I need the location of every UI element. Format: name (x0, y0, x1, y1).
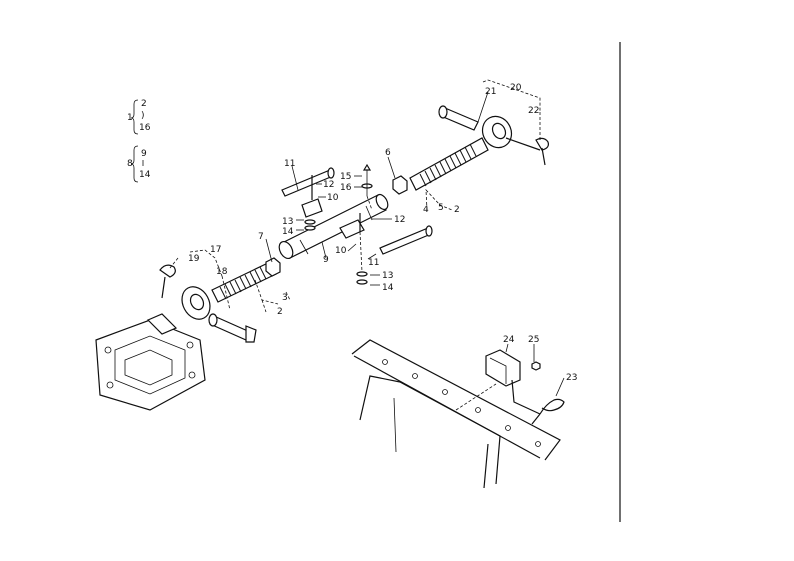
callout-13-top: 13 (282, 217, 293, 227)
right-thread (419, 143, 477, 187)
mounting-plate (95, 313, 206, 411)
legend-8-last: 14 (139, 170, 151, 180)
left-thread (219, 266, 267, 300)
tractor-frame (351, 339, 561, 489)
legend-1-mid: ) (141, 111, 145, 121)
callout-5: 5 (438, 203, 444, 213)
callout-2-left: 2 (277, 307, 283, 317)
callout-13-bottom: 13 (382, 271, 393, 281)
callout-7: 7 (258, 232, 264, 242)
callout-6: 6 (385, 148, 391, 158)
callout-23: 23 (566, 373, 577, 383)
legend-1-last: 16 (139, 123, 151, 133)
callout-labels: 11 12 10 13 14 15 16 6 12 10 11 13 14 9 … (188, 83, 577, 383)
leader-lines (169, 79, 565, 397)
callout-24: 24 (503, 335, 515, 345)
callout-21: 21 (485, 87, 496, 97)
legend-8-parent: 8 (127, 159, 133, 169)
legend-1-first: 2 (141, 99, 147, 109)
turnbuckle-assembly (159, 105, 549, 343)
callout-22: 22 (528, 106, 539, 116)
callout-10-top: 10 (327, 193, 339, 203)
callout-12-bottom: 12 (394, 215, 405, 225)
legend-1-parent: 1 (127, 113, 133, 123)
callout-16: 16 (340, 183, 352, 193)
callout-14-top: 14 (282, 227, 294, 237)
callout-11-top: 11 (284, 159, 295, 169)
legend-group-1: 1 2 ) 16 (127, 99, 151, 135)
legend-group-8: 8 9 14 (127, 145, 151, 183)
callout-10-bottom: 10 (335, 246, 347, 256)
callout-15: 15 (340, 172, 351, 182)
callout-9: 9 (323, 255, 329, 265)
callout-12-top: 12 (323, 180, 334, 190)
callout-3: 3 (282, 293, 288, 303)
callout-11-bottom: 11 (368, 258, 379, 268)
callout-18: 18 (216, 267, 228, 277)
callout-19: 19 (188, 254, 200, 264)
callout-14-bottom: 14 (382, 283, 394, 293)
legend-8-first: 9 (141, 149, 147, 159)
callout-4: 4 (423, 205, 429, 215)
callout-17: 17 (210, 245, 221, 255)
callout-25: 25 (528, 335, 539, 345)
holder-assembly (455, 349, 565, 425)
callout-20: 20 (510, 83, 522, 93)
callout-2-right: 2 (454, 205, 460, 215)
